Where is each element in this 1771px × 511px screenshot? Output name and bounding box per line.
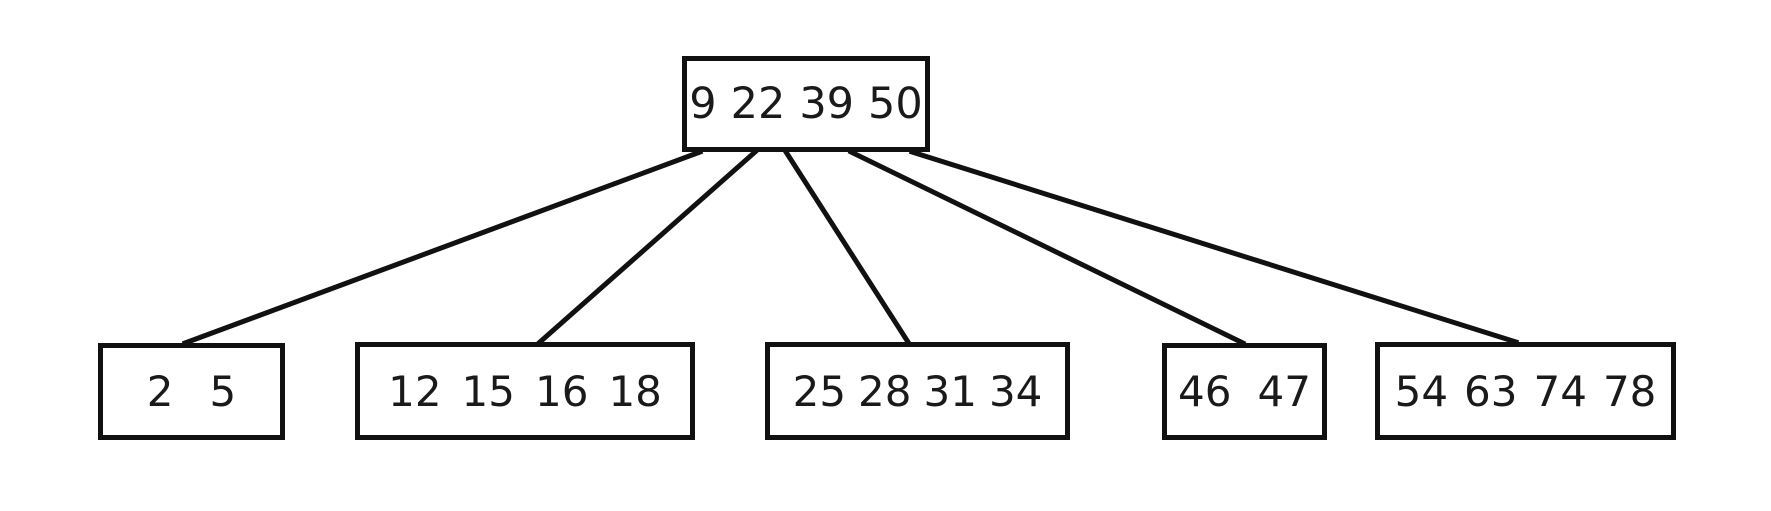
- leaf-key: 16: [535, 366, 589, 416]
- root-node-keys: 9 22 39 50: [682, 79, 930, 129]
- root-key: 50: [868, 79, 923, 129]
- leaf-key: 12: [388, 366, 442, 416]
- leaf-key: 18: [608, 366, 662, 416]
- root-key: 9: [689, 79, 717, 129]
- btree-leaf-node-4[interactable]: 54 63 74 78: [1375, 342, 1676, 440]
- edge-root-to-leaf-4: [908, 148, 1520, 346]
- edge-root-to-leaf-0: [181, 148, 704, 347]
- btree-leaf-node-0[interactable]: 2 5: [98, 343, 285, 440]
- edge-root-to-leaf-1: [536, 148, 759, 346]
- leaf-key: 2: [146, 367, 174, 416]
- btree-leaf-node-2[interactable]: 25 28 31 34: [765, 342, 1070, 440]
- edge-root-to-leaf-3: [847, 148, 1247, 347]
- leaf-key: 31: [923, 366, 977, 416]
- leaf-node-keys: 25 28 31 34: [787, 367, 1049, 416]
- leaf-key: 54: [1394, 366, 1449, 416]
- leaf-key: 63: [1464, 366, 1518, 416]
- btree-root-node[interactable]: 9 22 39 50: [682, 56, 930, 152]
- leaf-key: 5: [209, 367, 237, 416]
- leaf-node-keys: 54 63 74 78: [1387, 367, 1665, 416]
- leaf-node-keys: 2 5: [129, 367, 254, 416]
- leaf-key: 78: [1602, 366, 1657, 416]
- leaf-key: 74: [1533, 366, 1587, 416]
- leaf-node-keys: 12 15 16 18: [378, 367, 672, 416]
- leaf-key: 34: [988, 366, 1043, 416]
- root-key: 39: [799, 79, 855, 129]
- leaf-key: 15: [461, 366, 515, 416]
- leaf-key: 46: [1178, 367, 1232, 416]
- edge-root-to-leaf-2: [782, 148, 912, 346]
- leaf-key: 28: [858, 366, 912, 416]
- leaf-key: 47: [1257, 367, 1311, 416]
- root-key: 22: [730, 79, 786, 129]
- btree-leaf-node-1[interactable]: 12 15 16 18: [355, 342, 695, 440]
- btree-leaf-node-3[interactable]: 46 47: [1162, 343, 1327, 440]
- leaf-node-keys: 46 47: [1165, 367, 1324, 416]
- leaf-key: 25: [792, 366, 847, 416]
